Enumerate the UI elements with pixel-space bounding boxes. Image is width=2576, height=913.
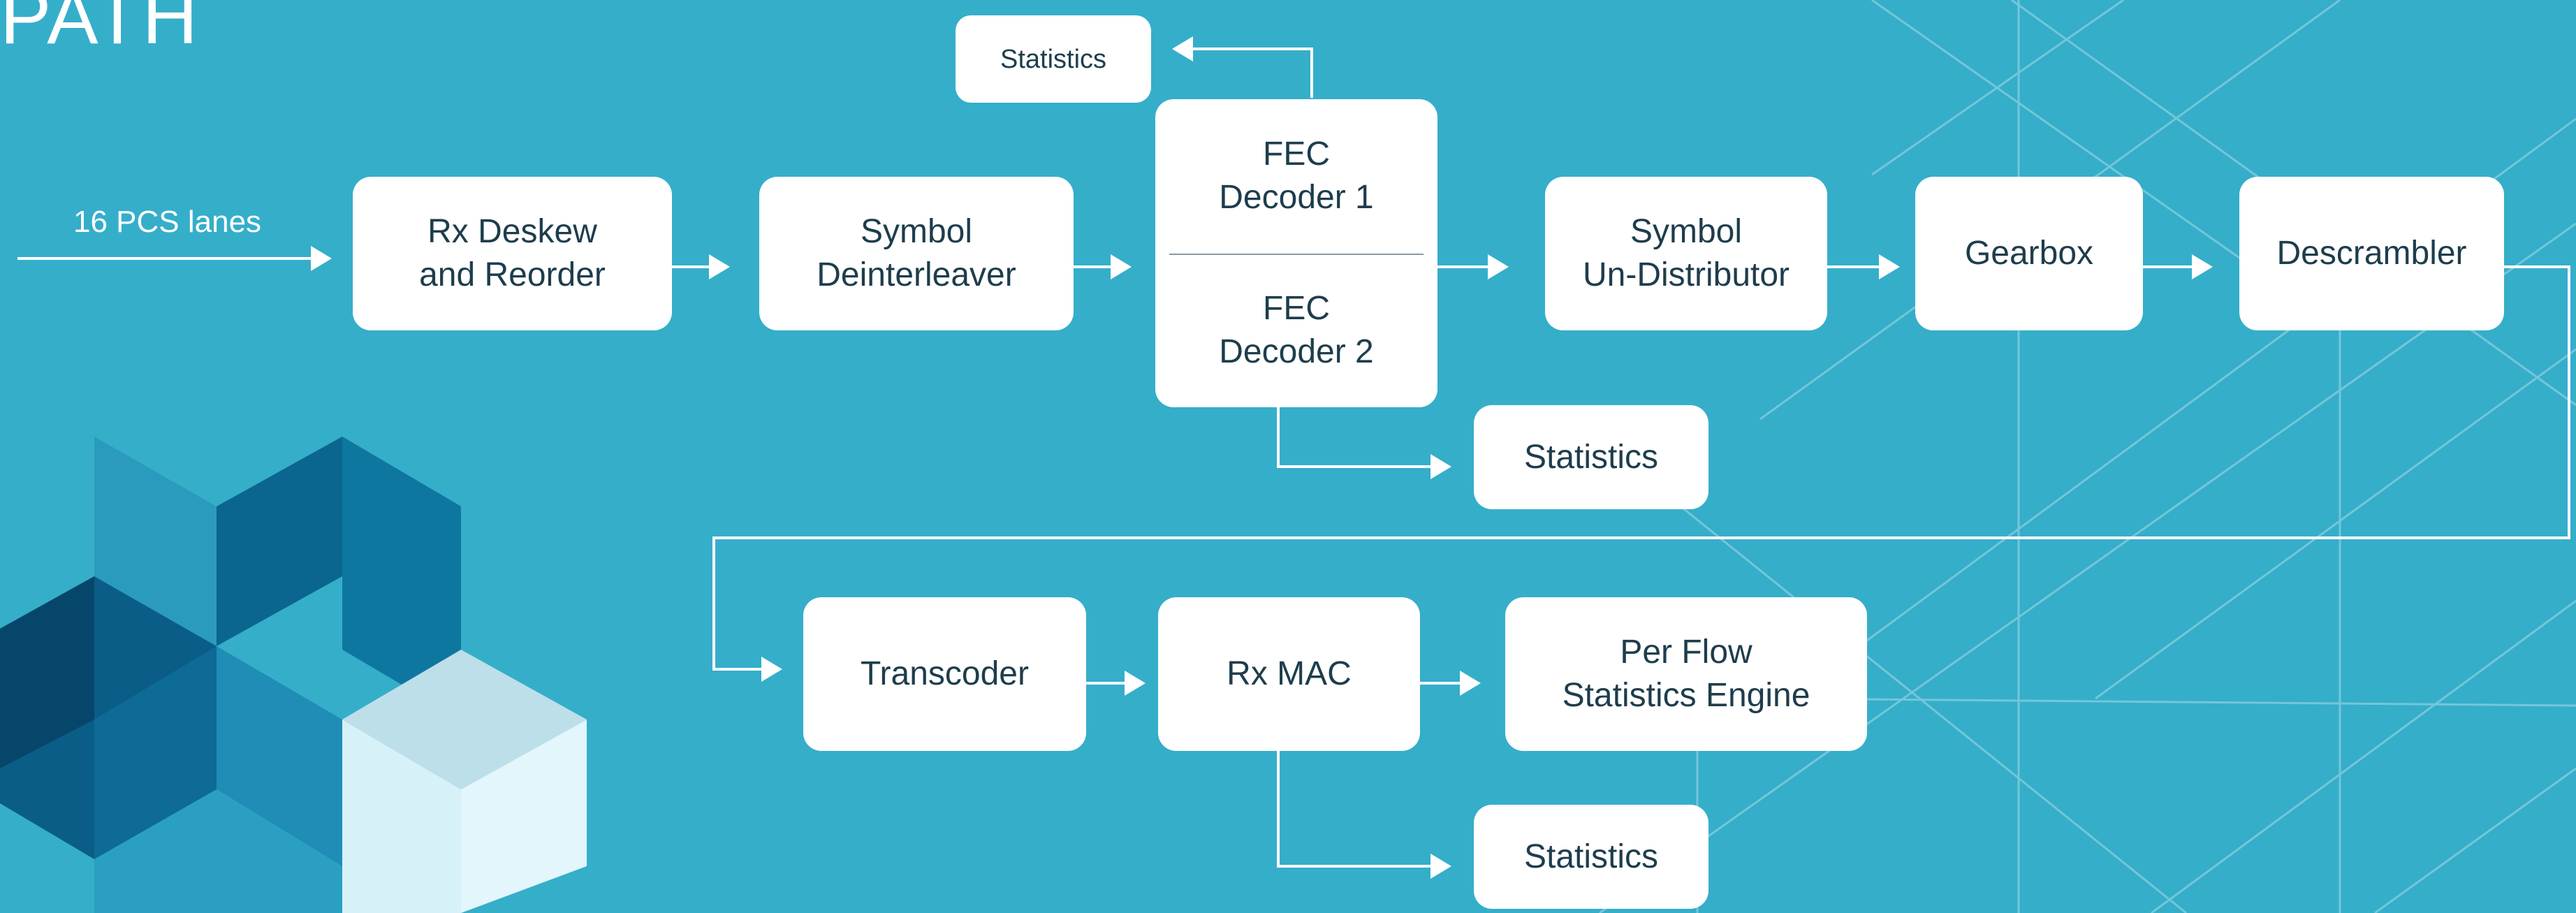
statistics-fec-block: Statistics bbox=[1474, 405, 1708, 509]
arrow-head bbox=[1488, 254, 1509, 279]
statistics-top-block: Statistics bbox=[956, 15, 1151, 103]
per-flow-statistics-label: Per Flow Statistics Engine bbox=[1562, 634, 1810, 714]
statistics-mac-label: Statistics bbox=[1523, 838, 1659, 875]
input-label: 16 PCS lanes bbox=[73, 205, 262, 239]
symbol-un-distributor-label: Symbol Un-Distributor bbox=[1582, 213, 1790, 293]
rx-deskew-block: Rx Deskew and Reorder bbox=[353, 177, 672, 330]
fec-decoder-1-label: FEC Decoder 1 bbox=[1219, 136, 1374, 217]
gearbox-block: Gearbox bbox=[1915, 177, 2143, 330]
arrow-head bbox=[1879, 254, 1900, 279]
fec-decoder-2-label: FEC Decoder 2 bbox=[1219, 289, 1374, 370]
statistics-mac-block: Statistics bbox=[1474, 805, 1708, 909]
symbol-deinterleaver-block: Symbol Deinterleaver bbox=[759, 177, 1074, 330]
cube-cluster-decoration bbox=[0, 437, 587, 913]
cube-face bbox=[217, 646, 342, 866]
symbol-deinterleaver-label: Symbol Deinterleaver bbox=[817, 213, 1016, 293]
cube-face bbox=[342, 720, 461, 913]
page-title: PATH bbox=[0, 0, 200, 60]
cube-face bbox=[342, 437, 461, 720]
arrow-head bbox=[709, 254, 730, 279]
connectors bbox=[17, 36, 2570, 879]
descrambler-label: Descrambler bbox=[2276, 235, 2467, 272]
gearbox-label: Gearbox bbox=[1964, 235, 2094, 272]
background-grid-lines bbox=[1599, 0, 2576, 913]
rx-mac-label: Rx MAC bbox=[1227, 655, 1352, 692]
rx-deskew-label: Rx Deskew and Reorder bbox=[419, 213, 606, 293]
descrambler-block: Descrambler bbox=[2239, 177, 2504, 330]
rx-mac-block: Rx MAC bbox=[1158, 597, 1420, 751]
cube-face bbox=[461, 720, 587, 913]
cube-face bbox=[0, 576, 94, 768]
arrow-head bbox=[1111, 254, 1132, 279]
cube-face bbox=[94, 789, 342, 913]
arrow-head bbox=[1430, 454, 1451, 479]
arrow-head bbox=[1172, 36, 1193, 61]
transcoder-block: Transcoder bbox=[803, 597, 1086, 751]
cube-face bbox=[94, 646, 217, 859]
arrow-head bbox=[1460, 671, 1481, 696]
symbol-un-distributor-block: Symbol Un-Distributor bbox=[1545, 177, 1827, 330]
cube-face bbox=[342, 650, 587, 789]
transcoder-label: Transcoder bbox=[861, 655, 1029, 692]
arrow-head bbox=[311, 246, 332, 271]
per-flow-statistics-block: Per Flow Statistics Engine bbox=[1505, 597, 1867, 751]
arrow-head bbox=[1125, 671, 1146, 696]
statistics-fec-label: Statistics bbox=[1523, 438, 1659, 476]
arrow-head bbox=[2192, 254, 2213, 279]
arrow-head bbox=[761, 657, 782, 682]
fec-decoder-block: FEC Decoder 1 FEC Decoder 2 bbox=[1155, 99, 1437, 407]
statistics-top-label: Statistics bbox=[1000, 44, 1107, 74]
fec-divider bbox=[1169, 253, 1424, 255]
arrow-head bbox=[1430, 854, 1451, 879]
